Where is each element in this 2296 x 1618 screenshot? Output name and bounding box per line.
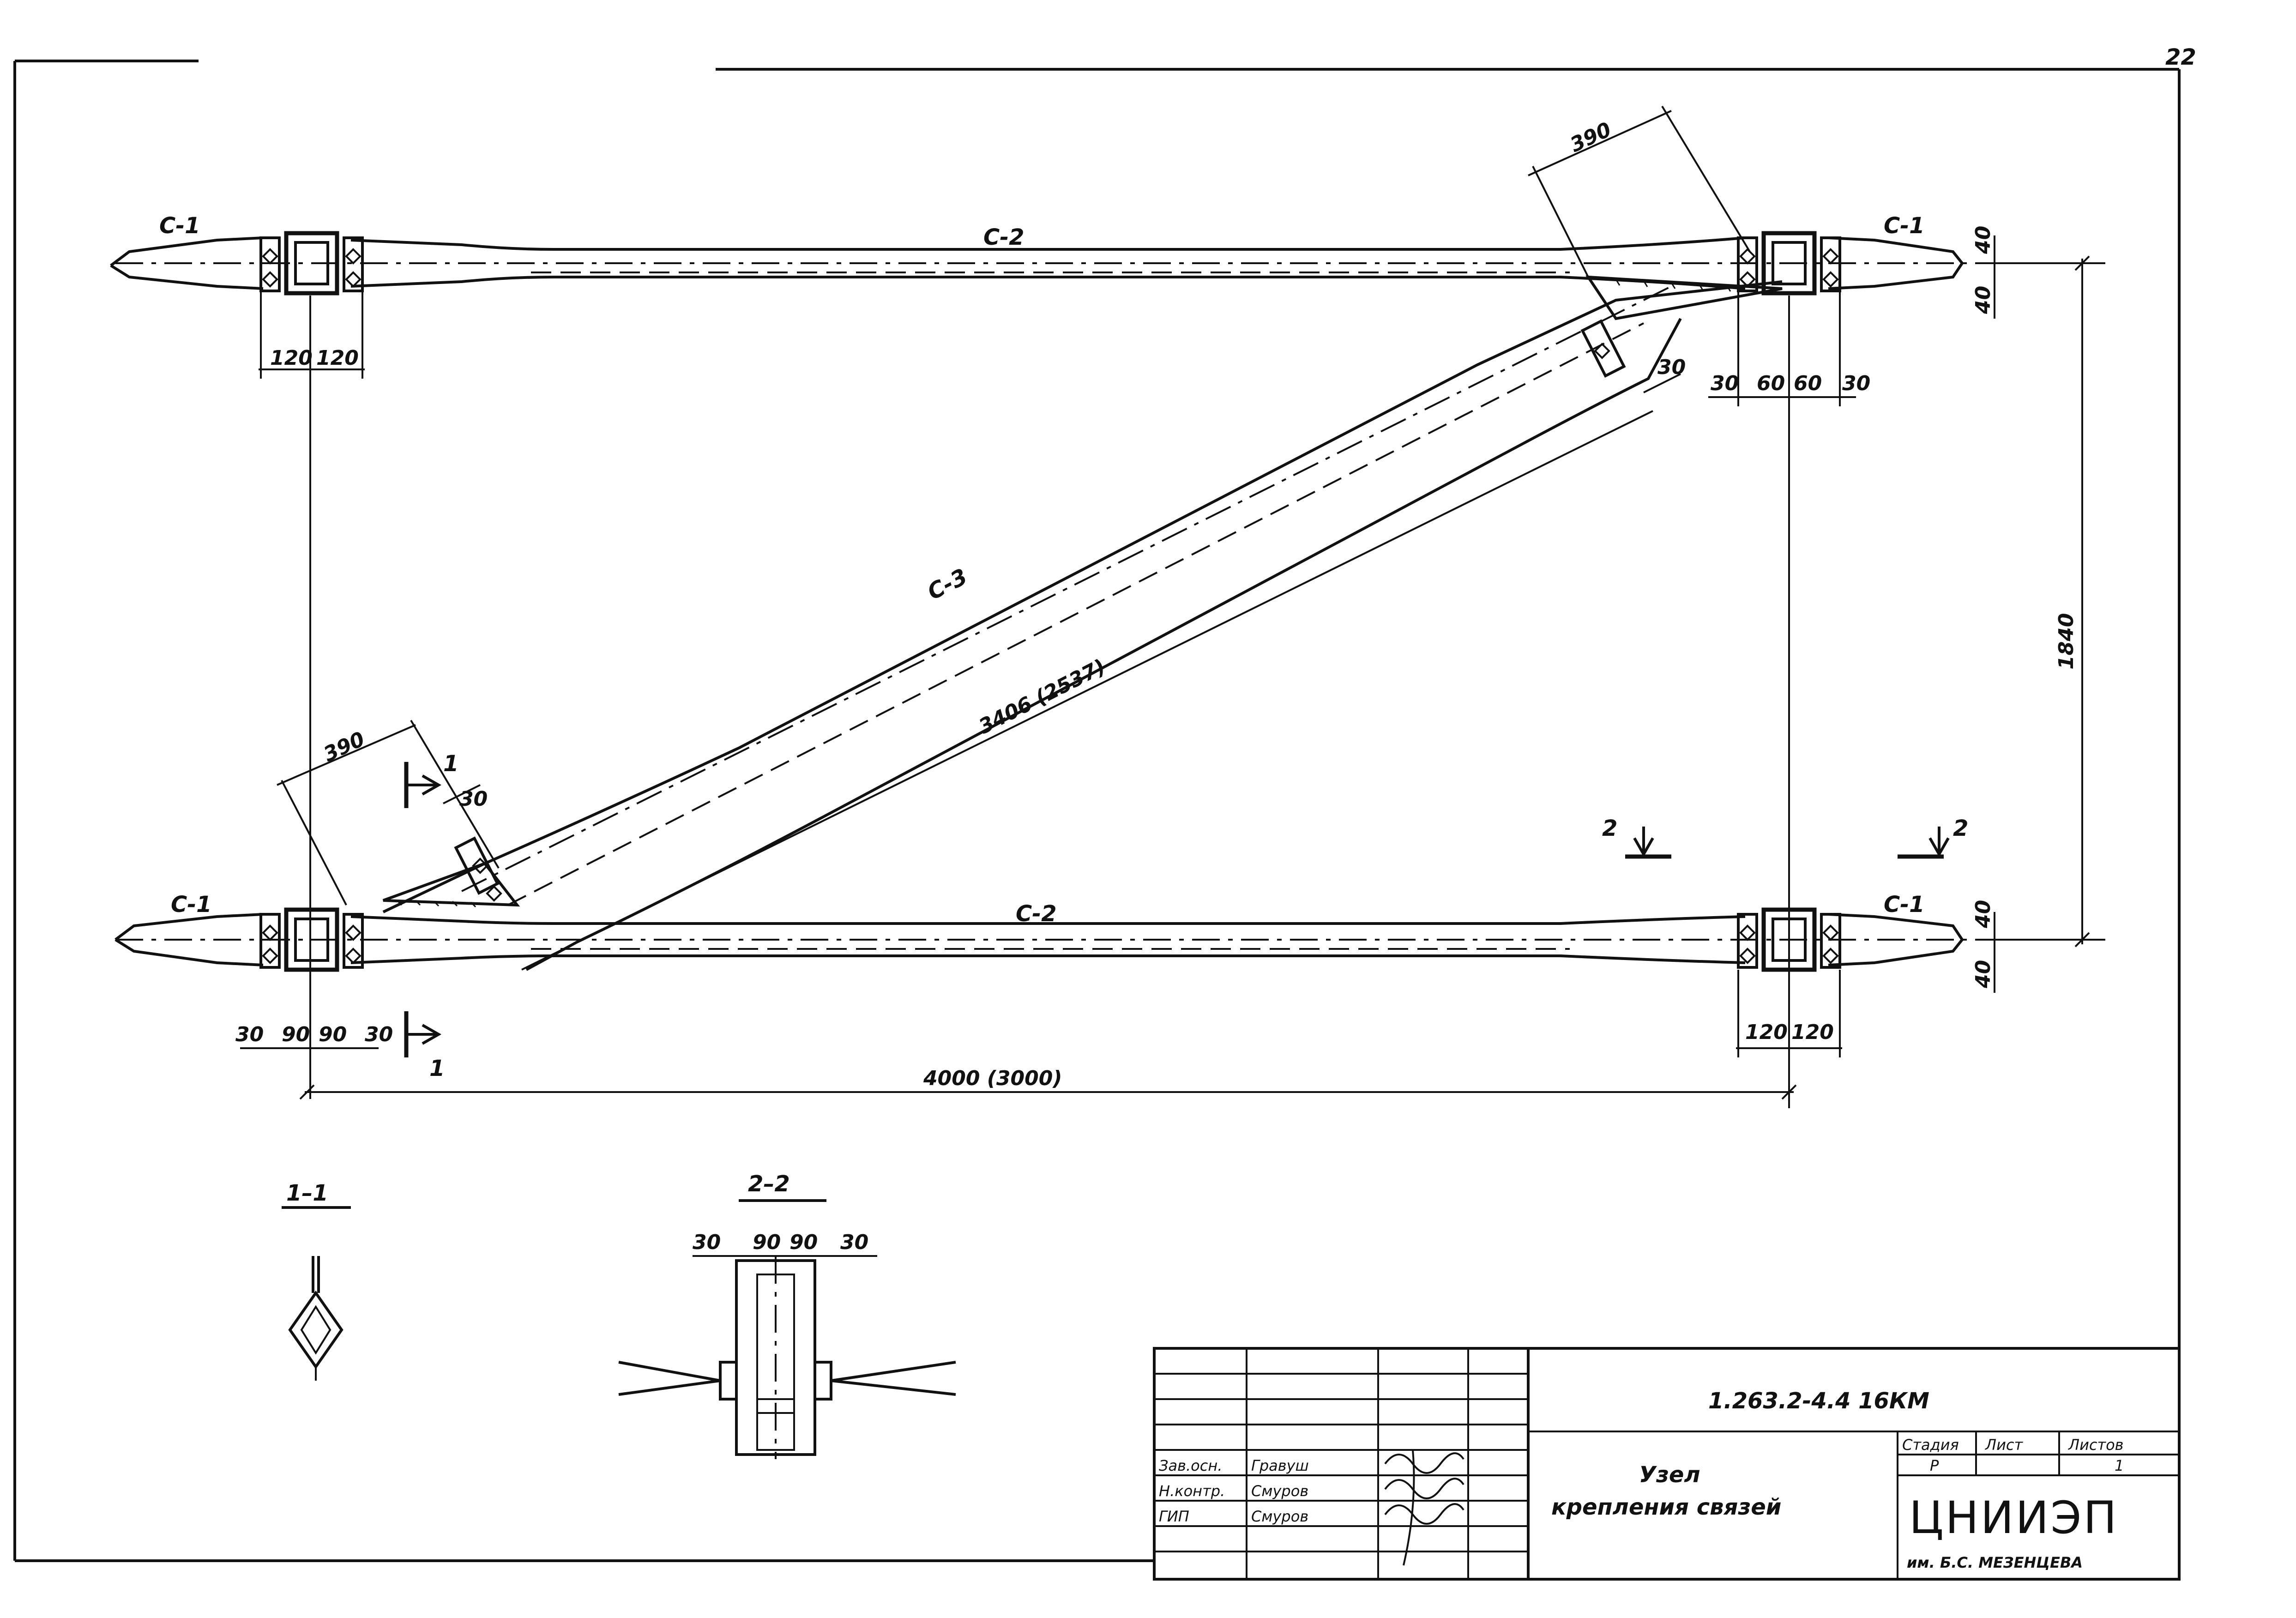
label-c1-bottom-right: С-1 <box>1884 892 1925 918</box>
section1-title: 1–1 <box>286 1180 328 1206</box>
section1-mark-bottom: 1 <box>429 1056 445 1081</box>
dim-40-top-a: 40 <box>1971 226 1995 254</box>
tb-sheet-header: Лист <box>1985 1436 2023 1454</box>
dim-120-tl-b: 120 <box>316 346 359 370</box>
section2-title: 2–2 <box>748 1171 790 1197</box>
dim-120-br-b: 120 <box>1791 1020 1834 1044</box>
section-arrow-icon: 1 1 2 2 <box>404 751 1968 1081</box>
dim-120-tl-a: 120 <box>270 346 313 370</box>
label-c1-top-right: С-1 <box>1884 213 1925 239</box>
top-tie: С-1 С-2 С-1 <box>110 213 1985 296</box>
tb-sheets-header: Листов <box>2068 1436 2124 1454</box>
dim-2-2-90b: 90 <box>789 1231 818 1254</box>
dim-height: 1840 <box>2055 613 2078 670</box>
dim-90-bl-a: 90 <box>282 1023 310 1046</box>
dim-40-top-b: 40 <box>1971 286 1995 314</box>
dim-390-tr: 390 <box>1567 118 1615 157</box>
tb-org-sub: им. Б.С. МЕЗЕНЦЕВА <box>1907 1554 2083 1571</box>
dim-60-tr-b: 60 <box>1794 372 1822 395</box>
label-c2-top: С-2 <box>983 224 1024 250</box>
dim-span: 4000 (3000) <box>923 1067 1062 1090</box>
dim-30-tr-b: 30 <box>1842 372 1870 395</box>
dim-30-tr-a: 30 <box>1711 372 1739 395</box>
dim-2-2-30a: 30 <box>693 1231 721 1254</box>
tb-stage-header: Стадия <box>1902 1436 1959 1454</box>
dim-30-bl-a: 30 <box>235 1023 264 1046</box>
tb-org-name: ЦНИИЭП <box>1909 1492 2119 1544</box>
tb-name-2: Смуров <box>1251 1482 1308 1500</box>
section1-mark-top: 1 <box>443 751 458 777</box>
label-c1-top-left: С-1 <box>159 213 200 239</box>
tb-name-3: Смуров <box>1251 1508 1308 1525</box>
tb-stage-value: Р <box>1930 1457 1939 1474</box>
dim-60-tr-a: 60 <box>1757 372 1785 395</box>
dim-390-bl: 390 <box>320 727 368 767</box>
dim-2-2-30b: 30 <box>840 1231 868 1254</box>
gusset-hatch <box>396 279 1731 908</box>
tb-doc-code: 1.263.2-4.4 16КМ <box>1708 1388 1929 1414</box>
dim-40-bot-b: 40 <box>1971 960 1995 989</box>
page-number: 22 <box>2165 44 2196 70</box>
dim-30-bl-b: 30 <box>365 1023 393 1046</box>
label-c1-bottom-left: С-1 <box>171 892 212 918</box>
dim-diagonal: 3406 (2537) <box>975 655 1109 739</box>
label-c3: С-3 <box>923 564 971 605</box>
section2-mark-right: 2 <box>1953 815 1968 841</box>
tb-sheets-value: 1 <box>2115 1457 2124 1474</box>
dim-120-br-a: 120 <box>1745 1020 1788 1044</box>
title-block: Зав.осн. Гравуш Н.контр. Смуров ГИП Смур… <box>1153 1347 2181 1581</box>
diagonal-brace: С-3 <box>382 275 1783 971</box>
dim-40-bot-a: 40 <box>1971 900 1995 929</box>
bolt-icon <box>262 248 1839 964</box>
sheet-frame: 22 <box>13 44 2196 1579</box>
dim-2-2-90a: 90 <box>753 1231 781 1254</box>
dim-90-bl-b: 90 <box>319 1023 347 1046</box>
label-c2-bottom: С-2 <box>1016 901 1057 927</box>
section-2-2: 2–2 30 90 90 30 <box>618 1171 956 1459</box>
tb-role-3: ГИП <box>1159 1508 1189 1525</box>
dim-30-bl-plate: 30 <box>459 787 488 811</box>
signature-icon <box>1384 1449 1464 1566</box>
tb-name-1: Гравуш <box>1251 1457 1309 1474</box>
tb-role-2: Н.контр. <box>1159 1482 1225 1500</box>
section-1-1: 1–1 <box>282 1180 351 1381</box>
tb-title-1: Узел <box>1639 1462 1700 1488</box>
tb-title-2: крепления связей <box>1551 1494 1781 1520</box>
bottom-tie: С-1 С-2 С-1 <box>114 892 1985 972</box>
tb-role-1: Зав.осн. <box>1159 1457 1222 1474</box>
section2-mark-left: 2 <box>1602 815 1617 841</box>
dim-30-tr-plate: 30 <box>1657 356 1686 379</box>
